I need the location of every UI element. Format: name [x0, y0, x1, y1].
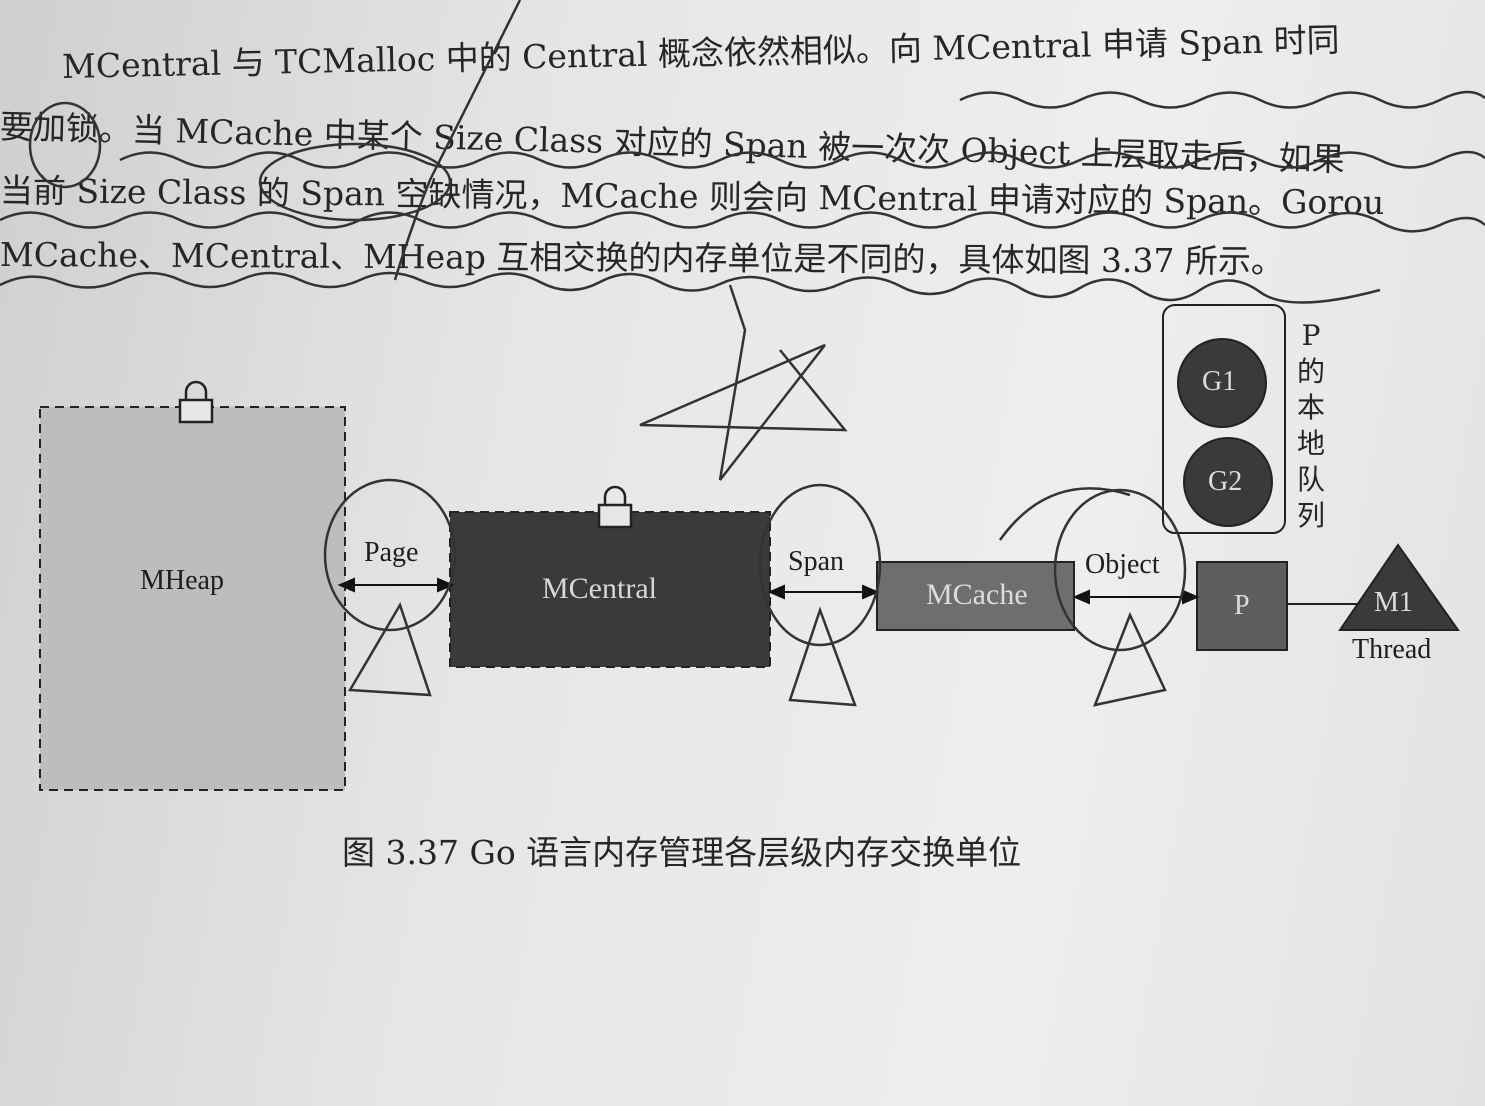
handwritten-marks	[323, 478, 1187, 707]
mheap-label: MHeap	[140, 565, 224, 596]
m1-triangle	[1338, 543, 1460, 631]
span-label: Span	[788, 546, 844, 577]
mcache-label: MCache	[926, 578, 1028, 611]
object-label: Object	[1085, 549, 1160, 580]
m1-label: M1	[1374, 587, 1413, 618]
handwritten-underlines	[0, 0, 1485, 481]
mcentral-label: MCentral	[542, 572, 657, 605]
mheap-box	[39, 406, 346, 791]
g2-label: G2	[1208, 466, 1243, 497]
p-box	[1196, 561, 1288, 651]
mcache-box	[876, 561, 1075, 631]
g1-circle	[1177, 338, 1267, 428]
lock-icon	[597, 485, 633, 529]
p-label: P	[1234, 590, 1250, 621]
figure-caption: 图 3.37 Go 语言内存管理各层级内存交换单位	[342, 833, 1022, 872]
local-queue-label: P的本地队列	[1296, 319, 1325, 532]
local-queue-box	[1162, 304, 1286, 534]
arrows	[337, 577, 1200, 605]
mcentral-box	[449, 511, 771, 668]
g1-label: G1	[1202, 366, 1237, 397]
lock-icon	[178, 380, 214, 424]
thread-label: Thread	[1352, 634, 1432, 665]
page-label: Page	[364, 537, 419, 568]
g2-circle	[1183, 437, 1273, 527]
